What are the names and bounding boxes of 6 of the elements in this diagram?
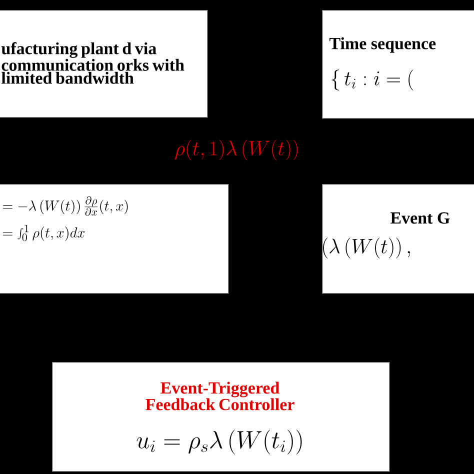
text-box: $= -\lambda\left(W(t)\right)\frac{\partial\rho}{\partial x}(t,x)$ $= \int_0^1 \rho(t,x)dx$ [0, 184, 229, 294]
text-box: Event G $\big(\lambda\left(W(t)\right),$ [322, 184, 474, 294]
text-box: ufacturing plant d via communication orks with limited bandwidth [0, 10, 208, 118]
formula-label: $\rho(t,1)\lambda\left(W(t)\right)$ [175, 140, 298, 160]
text-box: Time sequence $\{\, t_i : i = ($ [322, 10, 474, 119]
text-box: Event-Triggered Feedback Controller $u_i = \rho_s\lambda\left(W(t_i)\right)$ [52, 362, 390, 472]
